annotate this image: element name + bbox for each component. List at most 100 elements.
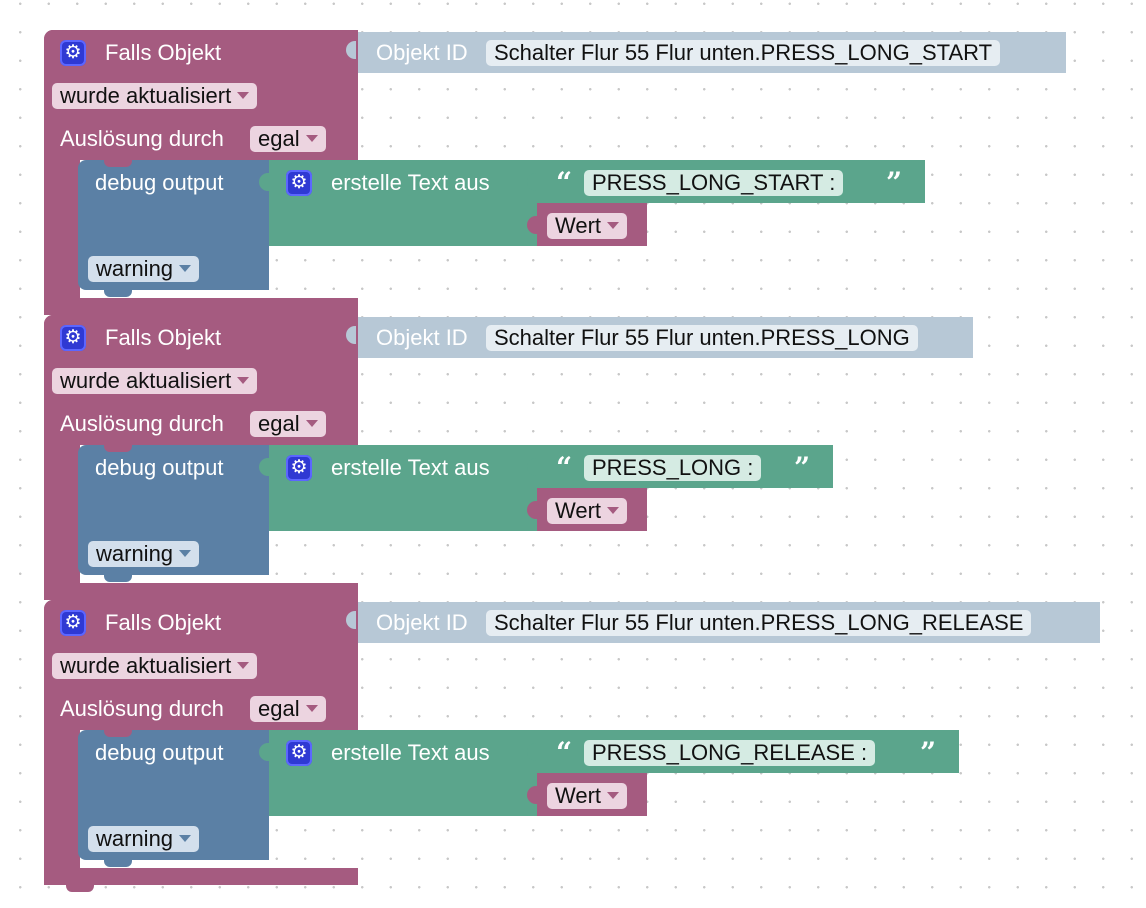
debug-level-dropdown[interactable]: warning <box>88 256 200 282</box>
gear-icon[interactable]: ⚙ <box>286 170 312 196</box>
trigger-label: Auslösung durch <box>60 411 224 436</box>
gear-icon[interactable]: ⚙ <box>286 455 312 481</box>
variable-dropdown[interactable]: Wert <box>547 213 628 239</box>
open-quote-icon: “ <box>556 451 573 484</box>
object-id-label: Objekt ID <box>376 325 468 350</box>
text-join-block[interactable] <box>269 160 537 246</box>
chevron-down-icon <box>237 91 250 99</box>
chevron-down-icon <box>237 376 250 384</box>
chevron-down-icon <box>237 661 250 669</box>
trigger-value: egal <box>258 696 300 721</box>
chevron-down-icon <box>179 834 192 842</box>
debug-output-label: debug output <box>95 170 224 195</box>
open-quote-icon: “ <box>556 166 573 199</box>
trigger-label: Auslösung durch <box>60 126 224 151</box>
condition-dropdown[interactable]: wurde aktualisiert <box>52 653 258 679</box>
condition-dropdown[interactable]: wurde aktualisiert <box>52 83 258 109</box>
text-join-label: erstelle Text aus <box>331 740 490 765</box>
event-block-spine <box>44 600 80 885</box>
gear-icon[interactable]: ⚙ <box>60 40 86 66</box>
next-connector <box>66 885 94 892</box>
text-join-connector <box>259 173 269 191</box>
chevron-down-icon <box>305 419 318 427</box>
chevron-down-icon <box>305 704 318 712</box>
object-id-connector <box>346 41 356 59</box>
statement-connector <box>104 730 132 737</box>
chevron-down-icon <box>607 221 620 229</box>
gear-icon[interactable]: ⚙ <box>60 610 86 636</box>
object-id-label: Objekt ID <box>376 40 468 65</box>
chevron-down-icon <box>607 791 620 799</box>
debug-next-connector <box>104 860 132 867</box>
debug-next-connector <box>104 290 132 297</box>
variable-connector <box>527 501 537 519</box>
object-id-connector <box>346 326 356 344</box>
variable-connector <box>527 786 537 804</box>
text-join-connector <box>259 743 269 761</box>
event-header-label: Falls Objekt <box>105 610 222 635</box>
object-id-connector <box>346 611 356 629</box>
string-connector <box>527 173 537 191</box>
object-id-field[interactable]: Schalter Flur 55 Flur unten.PRESS_LONG_R… <box>486 610 1032 636</box>
chevron-down-icon <box>179 549 192 557</box>
gear-icon[interactable]: ⚙ <box>286 740 312 766</box>
text-join-block[interactable] <box>269 730 537 816</box>
text-join-label: erstelle Text aus <box>331 170 490 195</box>
event-block-footer <box>44 868 358 885</box>
string-connector <box>527 743 537 761</box>
event-block-spine <box>44 30 80 315</box>
variable-value: Wert <box>555 783 602 808</box>
event-header-label: Falls Objekt <box>105 325 222 350</box>
debug-level-value: warning <box>96 826 174 851</box>
variable-connector <box>527 216 537 234</box>
text-join-block[interactable] <box>269 445 537 531</box>
object-id-field[interactable]: Schalter Flur 55 Flur unten.PRESS_LONG_S… <box>486 40 1001 66</box>
debug-level-value: warning <box>96 256 174 281</box>
trigger-dropdown[interactable]: egal <box>250 411 326 437</box>
debug-next-connector <box>104 575 132 582</box>
chevron-down-icon <box>607 506 620 514</box>
event-block-3[interactable]: ⚙ Falls Objekt Objekt ID Schalter Flur 5… <box>0 600 1146 892</box>
text-join-connector <box>259 458 269 476</box>
debug-level-dropdown[interactable]: warning <box>88 826 200 852</box>
close-quote-icon: ” <box>920 736 937 769</box>
trigger-value: egal <box>258 126 300 151</box>
event-block-spine <box>44 315 80 600</box>
gear-icon[interactable]: ⚙ <box>60 325 86 351</box>
trigger-value: egal <box>258 411 300 436</box>
close-quote-icon: ” <box>794 451 811 484</box>
trigger-dropdown[interactable]: egal <box>250 126 326 152</box>
string-field[interactable]: PRESS_LONG_START : <box>584 170 844 196</box>
trigger-dropdown[interactable]: egal <box>250 696 326 722</box>
object-id-label: Objekt ID <box>376 610 468 635</box>
event-header-label: Falls Objekt <box>105 40 222 65</box>
chevron-down-icon <box>305 134 318 142</box>
debug-level-dropdown[interactable]: warning <box>88 541 200 567</box>
condition-value: wurde aktualisiert <box>60 368 232 393</box>
close-quote-icon: ” <box>886 166 903 199</box>
event-block-footer <box>44 298 358 315</box>
chevron-down-icon <box>179 264 192 272</box>
event-block-footer <box>44 583 358 600</box>
string-field[interactable]: PRESS_LONG : <box>584 455 762 481</box>
string-connector <box>527 458 537 476</box>
condition-dropdown[interactable]: wurde aktualisiert <box>52 368 258 394</box>
string-field[interactable]: PRESS_LONG_RELEASE : <box>584 740 876 766</box>
object-id-field[interactable]: Schalter Flur 55 Flur unten.PRESS_LONG <box>486 325 918 351</box>
event-block-2[interactable]: ⚙ Falls Objekt Objekt ID Schalter Flur 5… <box>0 315 1146 607</box>
debug-output-label: debug output <box>95 740 224 765</box>
event-block-1[interactable]: ⚙ Falls Objekt Objekt ID Schalter Flur 5… <box>0 30 1146 322</box>
open-quote-icon: “ <box>556 736 573 769</box>
variable-dropdown[interactable]: Wert <box>547 498 628 524</box>
debug-output-label: debug output <box>95 455 224 480</box>
variable-value: Wert <box>555 213 602 238</box>
variable-dropdown[interactable]: Wert <box>547 783 628 809</box>
condition-value: wurde aktualisiert <box>60 83 232 108</box>
statement-connector <box>104 160 132 167</box>
condition-value: wurde aktualisiert <box>60 653 232 678</box>
statement-connector <box>104 445 132 452</box>
text-join-label: erstelle Text aus <box>331 455 490 480</box>
trigger-label: Auslösung durch <box>60 696 224 721</box>
debug-level-value: warning <box>96 541 174 566</box>
